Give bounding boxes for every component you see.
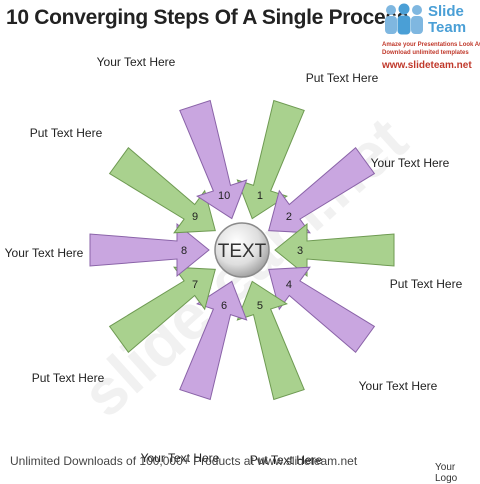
step-number-8: 8 xyxy=(181,245,187,257)
step-label-6: Your Text Here xyxy=(140,451,220,465)
step-number-10: 10 xyxy=(218,190,230,202)
step-label-7: Put Text Here xyxy=(31,371,105,385)
center-hub xyxy=(214,222,270,278)
brand-name: Slide Team xyxy=(428,3,467,36)
step-number-6: 6 xyxy=(221,300,227,312)
step-arrow-3 xyxy=(274,222,395,278)
step-number-7: 7 xyxy=(192,279,198,291)
people-icon xyxy=(385,3,423,35)
step-arrow-9 xyxy=(108,146,216,234)
step-label-4: Your Text Here xyxy=(358,379,438,393)
step-number-2: 2 xyxy=(286,211,292,223)
step-label-1: Put Text Here xyxy=(305,71,379,85)
step-label-2: Your Text Here xyxy=(370,156,450,170)
step-label-8: Your Text Here xyxy=(4,246,84,260)
footer-text: Unlimited Downloads of 100,000+ Products… xyxy=(10,454,358,468)
step-number-1: 1 xyxy=(257,190,263,202)
step-label-5: Put Text Here xyxy=(249,453,323,467)
step-label-3: Put Text Here xyxy=(389,277,463,291)
step-arrow-6 xyxy=(179,280,248,401)
step-arrow-5 xyxy=(236,280,305,401)
footer-logo: Your Logo xyxy=(435,462,458,484)
step-number-3: 3 xyxy=(297,245,303,257)
step-number-9: 9 xyxy=(192,211,198,223)
center-text: TEXT xyxy=(218,241,267,262)
step-label-10: Your Text Here xyxy=(96,55,176,69)
step-arrow-10 xyxy=(179,99,248,220)
step-label-9: Put Text Here xyxy=(29,126,103,140)
brand-tagline: Amaze your Presentations Look Awesome xyxy=(382,42,480,48)
brand-tagline-2: Download unlimited templates xyxy=(382,50,469,56)
step-arrow-4 xyxy=(268,266,376,354)
step-arrow-1 xyxy=(236,99,305,220)
brand-url[interactable]: www.slideteam.net xyxy=(382,60,472,71)
step-number-4: 4 xyxy=(286,279,292,291)
step-arrow-7 xyxy=(108,266,216,354)
step-arrow-8 xyxy=(89,222,210,278)
step-number-5: 5 xyxy=(257,300,263,312)
step-arrow-2 xyxy=(268,146,376,234)
brand-logo: Slide Team Amaze your Presentations Look… xyxy=(382,2,480,82)
page-title: 10 Converging Steps Of A Single Process xyxy=(6,6,409,29)
